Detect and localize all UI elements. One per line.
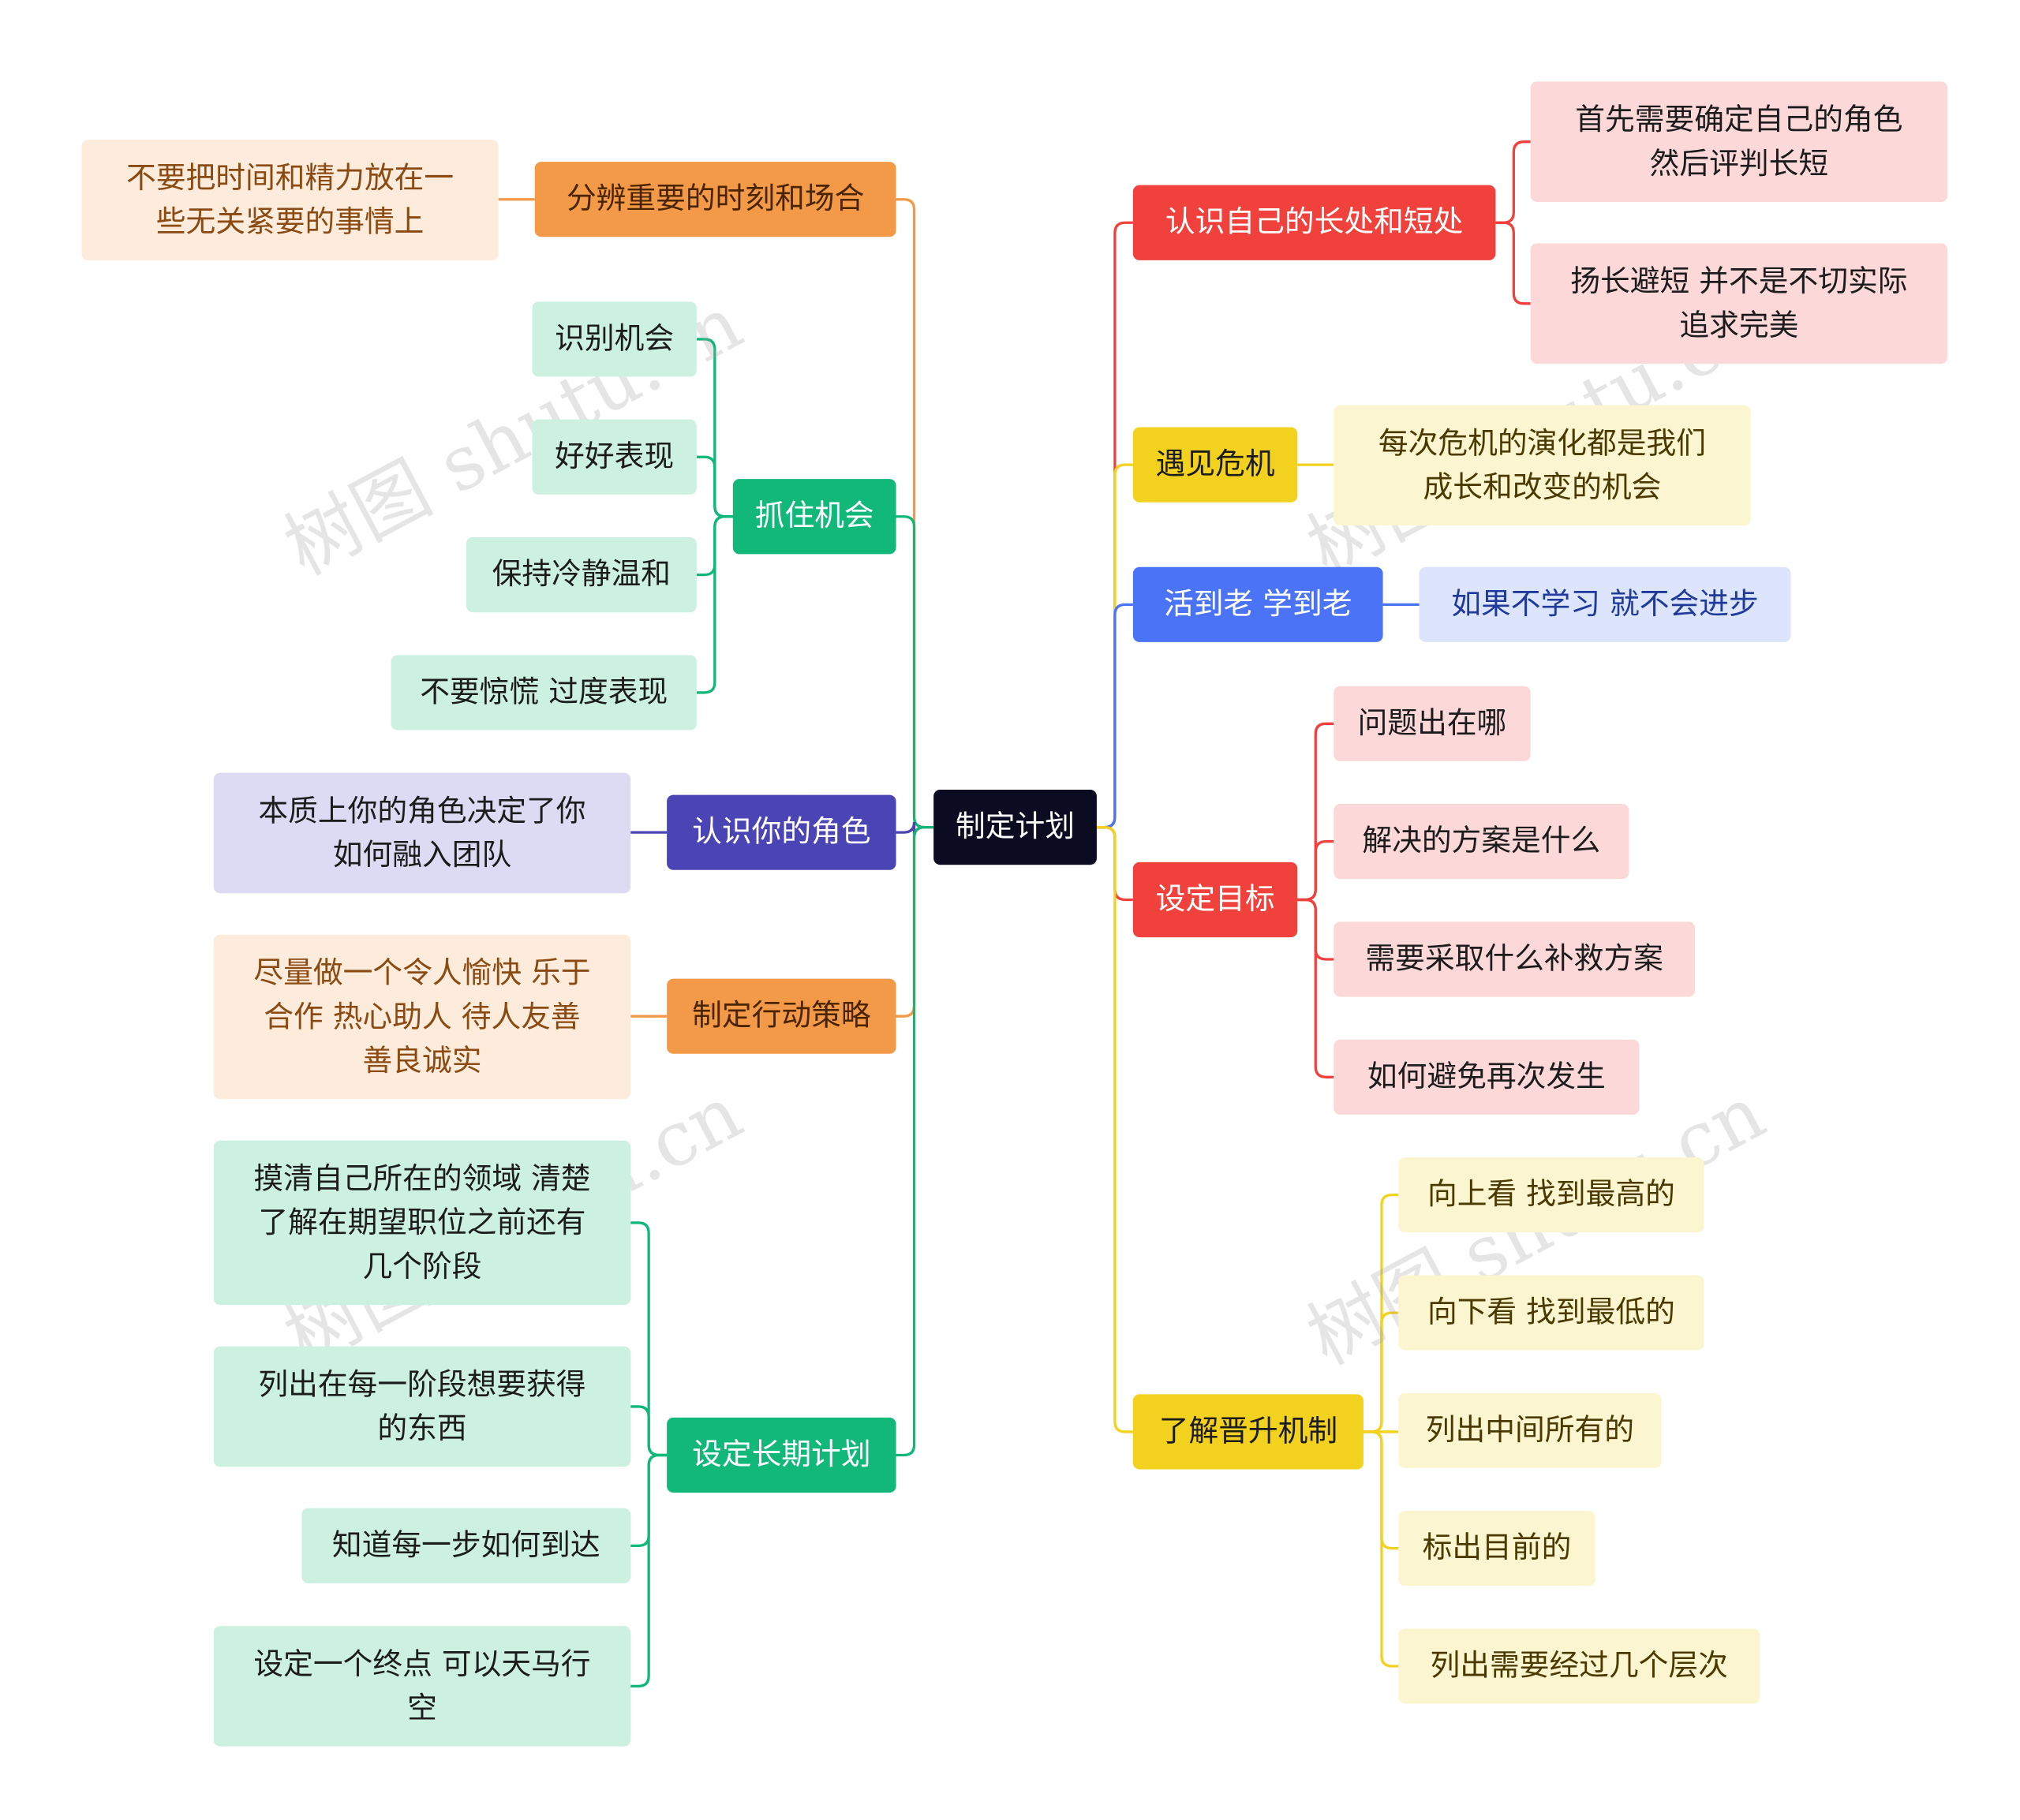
connector-line (630, 1453, 668, 1688)
leaf-node[interactable]: 问题出在哪 (1334, 686, 1531, 761)
connector-line (630, 1405, 668, 1457)
leaf-node[interactable]: 每次危机的演化都是我们 成长和改变的机会 (1334, 405, 1751, 526)
branch-node[interactable]: 遇见危机 (1132, 427, 1298, 503)
branch-node[interactable]: 制定行动策略 (667, 978, 896, 1054)
branch-node[interactable]: 活到老 学到老 (1132, 566, 1383, 642)
leaf-node[interactable]: 不要把时间和精力放在一 些无关紧要的事情上 (81, 140, 499, 260)
branch-node[interactable]: 设定长期计划 (667, 1417, 896, 1493)
leaf-node[interactable]: 向下看 找到最低的 (1398, 1275, 1704, 1351)
leaf-node[interactable]: 解决的方案是什么 (1334, 804, 1629, 880)
branch-node[interactable]: 抓住机会 (732, 479, 896, 555)
branch-node[interactable]: 了解晋升机制 (1132, 1394, 1364, 1470)
leaf-node[interactable]: 尽量做一个令人愉快 乐于 合作 热心助人 待人友善 善良诚实 (213, 934, 631, 1100)
branch-node[interactable]: 分辨重要的时刻和场合 (534, 162, 896, 237)
leaf-node[interactable]: 识别机会 (532, 301, 697, 377)
leaf-node[interactable]: 列出中间所有的 (1398, 1392, 1662, 1468)
leaf-node[interactable]: 设定一个终点 可以天马行 空 (213, 1626, 631, 1747)
connector-line (1297, 898, 1334, 1078)
leaf-node[interactable]: 扬长避短 并不是不切实际 追求完美 (1530, 243, 1948, 364)
branch-node[interactable]: 认识自己的长处和短处 (1132, 185, 1496, 260)
leaf-node[interactable]: 需要采取什么补救方案 (1334, 921, 1696, 997)
connector-line (1495, 140, 1531, 224)
leaf-node[interactable]: 不要惊慌 过度表现 (391, 655, 697, 731)
connector-line (1363, 1430, 1399, 1668)
branch-node[interactable]: 认识你的角色 (667, 794, 896, 870)
connector-line (696, 515, 733, 694)
leaf-node[interactable]: 本质上你的角色决定了你 如何融入团队 (213, 772, 631, 894)
leaf-node[interactable]: 向上看 找到最高的 (1398, 1157, 1704, 1233)
leaf-node[interactable]: 首先需要确定自己的角色 然后评判长短 (1530, 81, 1948, 202)
leaf-node[interactable]: 摸清自己所在的领域 清楚 了解在期望职位之前还有 几个阶段 (213, 1140, 631, 1306)
leaf-node[interactable]: 如何避免再次发生 (1334, 1039, 1640, 1115)
connector-line (896, 825, 934, 1457)
connector-line (1297, 840, 1334, 902)
connector-line (1096, 825, 1133, 1433)
connector-line (1096, 603, 1133, 829)
leaf-node[interactable]: 好好表现 (532, 419, 697, 495)
connector-line (1495, 221, 1531, 305)
connector-line (1363, 1311, 1399, 1433)
leaf-node[interactable]: 如果不学习 就不会进步 (1419, 566, 1791, 642)
root-node[interactable]: 制定计划 (933, 790, 1097, 865)
connector-line (696, 455, 733, 518)
connector-line (896, 515, 934, 829)
leaf-node[interactable]: 保持冷静温和 (466, 537, 697, 613)
branch-node[interactable]: 设定目标 (1132, 861, 1298, 938)
leaf-node[interactable]: 知道每一步如何到达 (301, 1508, 631, 1583)
leaf-node[interactable]: 列出需要经过几个层次 (1398, 1628, 1760, 1704)
leaf-node[interactable]: 标出目前的 (1398, 1511, 1595, 1586)
leaf-node[interactable]: 列出在每一阶段想要获得 的东西 (213, 1346, 631, 1467)
